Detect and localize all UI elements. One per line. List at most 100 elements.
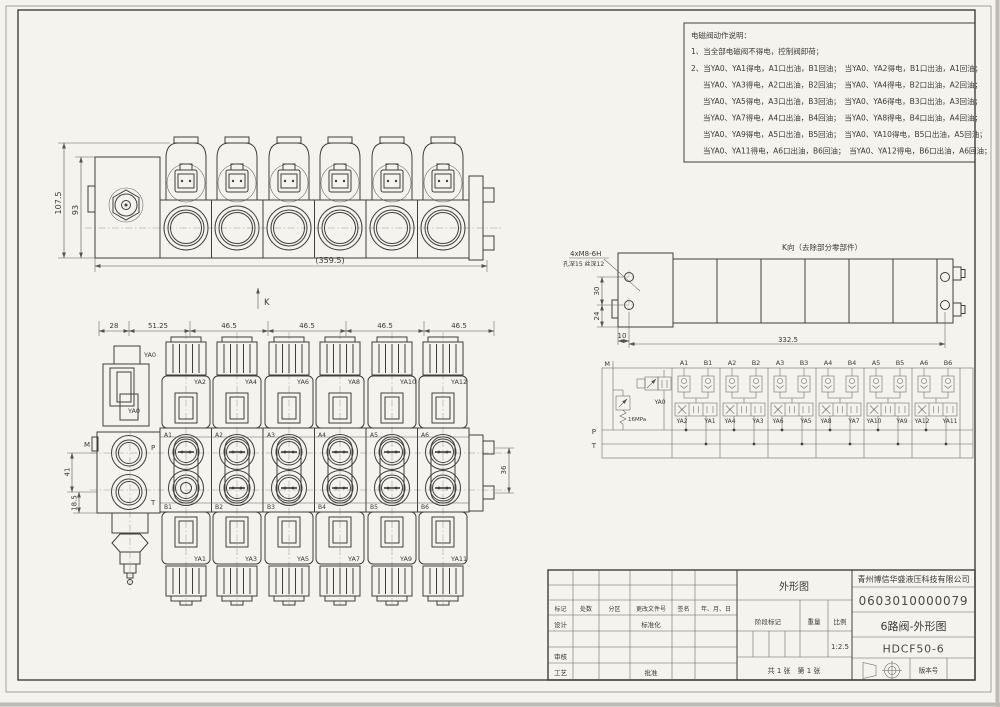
port-label: A6: [421, 432, 429, 439]
schematic-t-label: T: [591, 442, 597, 450]
k-view-title: K向（去除部分零部件）: [782, 242, 862, 252]
schematic-port-b: B4: [848, 359, 857, 367]
schematic-port-b: B5: [896, 359, 905, 367]
dim-front-width: (359.5): [315, 256, 344, 265]
depth-callout: 孔深15 丝深12: [563, 260, 604, 268]
solenoid-label: YA7: [347, 555, 360, 563]
solenoid-label: YA12: [450, 378, 467, 386]
schematic-section: A1 B1 YA2 YA1: [674, 359, 718, 446]
port-label: A2: [215, 432, 223, 439]
th-zone: 分区: [608, 605, 620, 613]
model-number: HDCF50-6: [882, 643, 944, 656]
schematic-ya-left: YA8: [819, 418, 831, 425]
dim-top: 46.5: [451, 322, 467, 330]
sheet-info: 共 1 张 第 1 张: [768, 666, 821, 675]
thread-callout: 4xM8-6H: [570, 250, 601, 258]
notes-line: 当YA0、YA11得电，A6口出油，B6回油； 当YA0、YA12得电，B6口出…: [703, 146, 992, 156]
solenoid-label: YA3: [244, 555, 257, 563]
solenoid-label: YA2: [193, 378, 206, 386]
company-name: 青州博信华盛液压科技有限公司: [858, 574, 970, 584]
port-t-label: T: [150, 499, 156, 507]
port-label: B6: [421, 504, 429, 511]
solenoid-label: YA11: [450, 555, 467, 563]
schematic-port-a: A2: [728, 359, 737, 367]
k-view-dimensions: 30 24 10 332.5: [593, 276, 946, 348]
drawing-number: 0603010000079: [859, 594, 969, 608]
schematic-port-a: A6: [920, 359, 929, 367]
port-label: B3: [267, 504, 275, 511]
notes-block: 电磁阀动作说明： 1、当全部电磁阀不得电，控制阀卸荷； 2、当YA0、YA1得电…: [683, 22, 992, 163]
th-version: 版本号: [919, 666, 939, 675]
th-weight: 重量: [808, 618, 822, 626]
view-arrow-k: K: [256, 287, 270, 309]
dim-top: 51.25: [148, 322, 168, 330]
th-standard: 标准化: [641, 620, 661, 629]
dim-top: 46.5: [377, 322, 393, 330]
schematic-port-b: B2: [752, 359, 761, 367]
th-process: 工艺: [554, 669, 568, 677]
pilot-valve-symbol: [636, 370, 672, 430]
pilot-valve-unit: [102, 345, 150, 427]
schematic-port-a: A1: [680, 359, 689, 367]
schematic-ya-left: YA2: [675, 418, 687, 425]
th-change-doc: 更改文件号: [636, 605, 666, 613]
notes-line: 2、当YA0、YA1得电，A1口出油，B1回油； 当YA0、YA2得电，B1口出…: [691, 63, 982, 73]
solenoid-label: YA9: [399, 555, 412, 563]
port-p-label: P: [151, 444, 155, 452]
th-count: 处数: [580, 605, 592, 613]
schematic-port-a: A4: [824, 359, 833, 367]
schematic-section: A3 B3 YA6 YA5: [770, 359, 814, 446]
schematic-ya-right: YA5: [799, 418, 811, 425]
view-type-label: 外形图: [779, 581, 809, 593]
dim-pt: 41: [64, 468, 72, 477]
schematic-section: A5 B5 YA10 YA9: [866, 359, 910, 446]
dim-top: 46.5: [221, 322, 237, 330]
solenoid-label: YA10: [399, 378, 416, 386]
port-label: B1: [164, 504, 172, 511]
front-view: 107.5 93 (359.5) K: [54, 137, 502, 309]
schematic-port-b: B6: [944, 359, 953, 367]
schematic-ya-right: YA9: [895, 418, 907, 425]
th-mark: 标记: [554, 605, 566, 613]
dim-length: 332.5: [778, 336, 798, 344]
notes-line: 当YA0、YA9得电，A5口出油，B5回油； 当YA0、YA10得电，B5口出油…: [703, 129, 987, 139]
solenoid-label: YA4: [244, 378, 257, 386]
schematic-ya-right: YA3: [751, 418, 763, 425]
hex-plug: [108, 187, 144, 223]
front-dimensions: 107.5 93 (359.5): [54, 142, 488, 272]
view-arrow-k-label: K: [264, 298, 270, 308]
schematic-port-a: A5: [872, 359, 881, 367]
plan-view: 28 51.25 46.5 46.5 46.5 46.5 YA0 YA0 YA2…: [64, 321, 514, 606]
port-label: B2: [215, 504, 223, 511]
schematic-port-a: A3: [776, 359, 785, 367]
notes-line: 当YA0、YA5得电，A3口出油，B3回油； 当YA0、YA6得电，B3口出油，…: [703, 96, 982, 106]
th-design: 设计: [554, 620, 568, 629]
port-m-label: M: [84, 441, 90, 449]
pilot-label-top: YA0: [143, 351, 156, 359]
projection-symbol-icon: [862, 661, 902, 680]
th-check: 审核: [554, 652, 568, 661]
dim-hole-span: 30: [593, 287, 601, 296]
port-label: A3: [267, 432, 275, 439]
schematic-ya-left: YA4: [723, 418, 735, 425]
schematic-section: A2 B2 YA4 YA3: [722, 359, 766, 446]
relief-valve: [111, 430, 149, 592]
dim-front-height-outer: 107.5: [54, 192, 63, 215]
dim-front-height-inner: 93: [71, 205, 80, 215]
dim-top: 28: [110, 322, 119, 330]
pilot-symbol-label: YA0: [653, 399, 665, 406]
plan-side-dimensions: 41 18.5 36: [64, 447, 514, 514]
schematic-port-b: B1: [704, 359, 713, 367]
notes-line: 当YA0、YA7得电，A4口出油，B4回油； 当YA0、YA8得电，B4口出油，…: [703, 113, 982, 123]
port-label: B5: [370, 504, 378, 511]
k-direction-view: K向（去除部分零部件） 4xM8-6H 孔深15 丝深12 30 24: [563, 242, 966, 348]
plan-top-dimensions: 28 51.25 46.5 46.5 46.5 46.5: [98, 321, 495, 336]
drawing-frame: [5, 5, 992, 693]
th-date: 年、月、日: [701, 605, 731, 613]
dim-top: 46.5: [299, 322, 315, 330]
port-label: A4: [318, 432, 326, 439]
notes-line: 1、当全部电磁阀不得电，控制阀卸荷；: [691, 46, 823, 56]
solenoid-label: YA5: [296, 555, 309, 563]
